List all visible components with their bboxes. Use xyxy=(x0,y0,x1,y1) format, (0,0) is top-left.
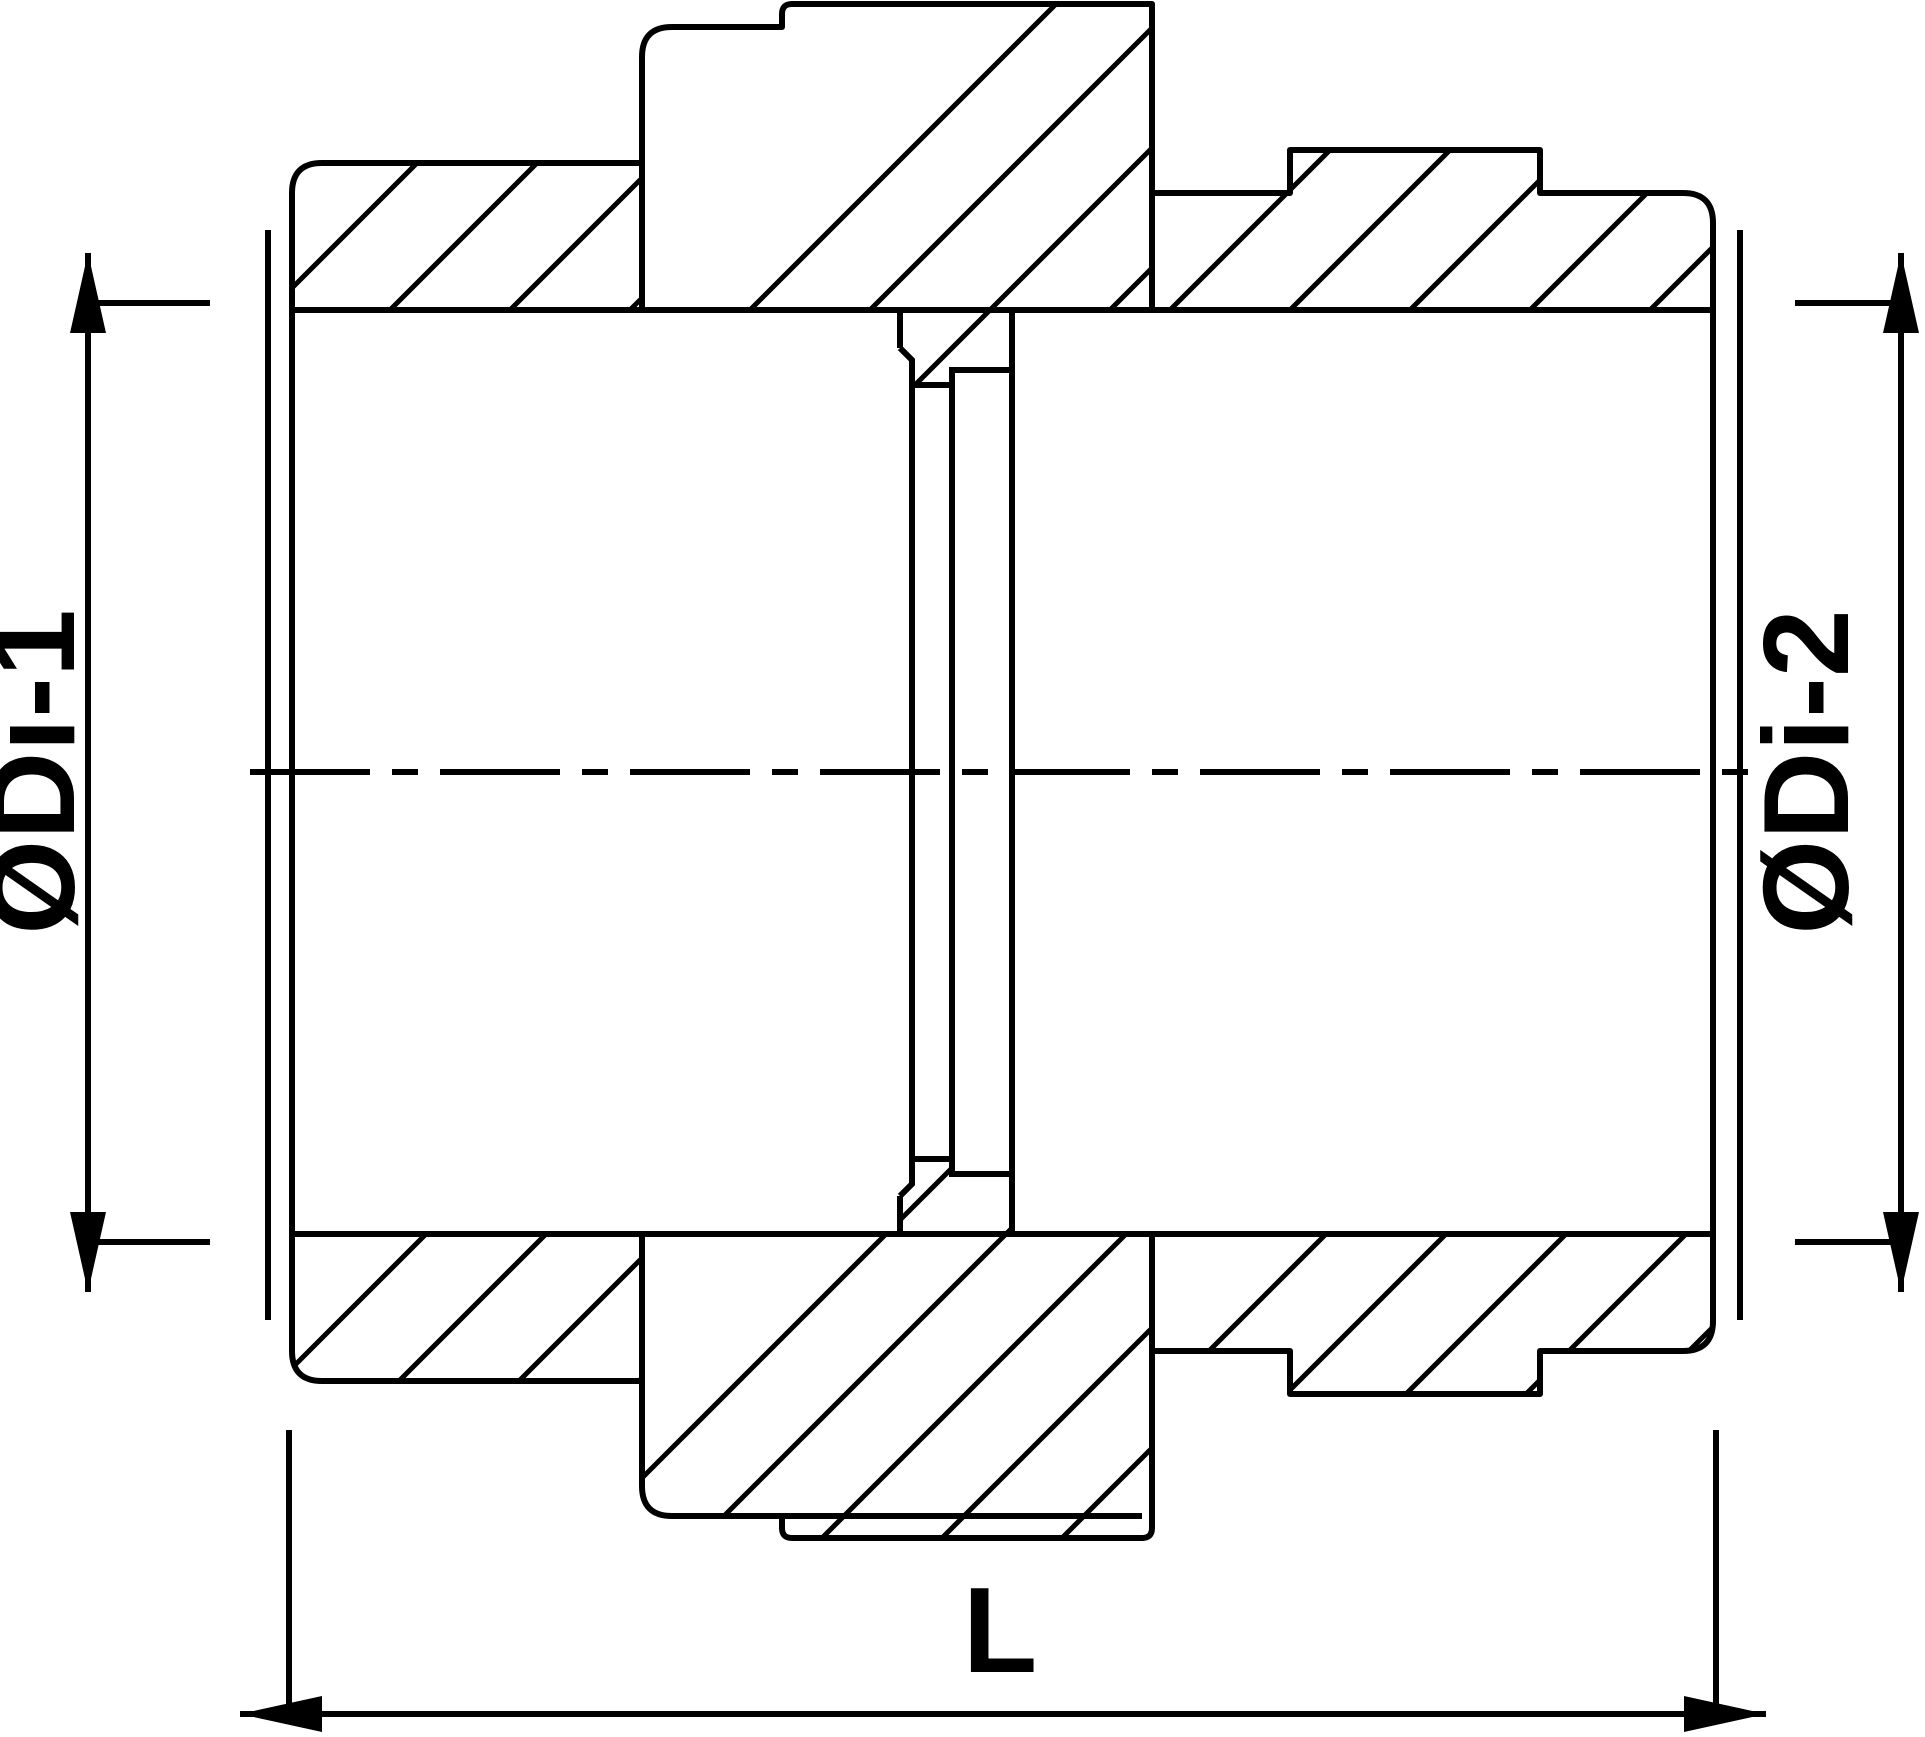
left-body-upper-outline xyxy=(289,160,645,313)
right-body-lower-profile xyxy=(1149,1231,1716,1397)
center-sleeve-upper-ledge xyxy=(912,367,1012,388)
left-body-lower-outline xyxy=(289,1231,645,1384)
center-seat-chamfer-lower-left xyxy=(897,1159,915,1199)
hatch-nut-lower xyxy=(642,1159,1152,1538)
l-label: L xyxy=(963,1562,1038,1698)
dimension-l: L xyxy=(240,1430,1766,1732)
di1-label: ØDi-1 xyxy=(0,609,100,934)
center-sleeve-lower-ledge xyxy=(912,1156,1012,1177)
hatch-right-upper xyxy=(1152,150,1713,310)
hatch-right-lower xyxy=(1152,1234,1713,1394)
di2-arrow-bottom xyxy=(1883,1212,1919,1292)
hatch-left-lower xyxy=(292,1234,642,1381)
di2-label: ØDi-2 xyxy=(1738,609,1874,934)
hatch-left-upper xyxy=(292,163,642,310)
center-seat-chamfer-upper-left xyxy=(897,345,915,385)
center-nut-lower-profile xyxy=(639,1231,1155,1541)
di2-arrow-top xyxy=(1883,253,1919,333)
right-body-upper-profile xyxy=(1149,147,1716,313)
di1-arrow-bottom xyxy=(70,1212,106,1292)
di1-arrow-top xyxy=(70,253,106,333)
center-nut-upper-profile xyxy=(639,1,1155,166)
dimension-di2: ØDi-2 xyxy=(1738,253,1919,1292)
l-arrow-right xyxy=(1684,1696,1766,1732)
l-arrow-left xyxy=(240,1696,322,1732)
dimension-di1: ØDi-1 xyxy=(0,253,210,1292)
hatch-nut-upper xyxy=(642,4,1152,385)
